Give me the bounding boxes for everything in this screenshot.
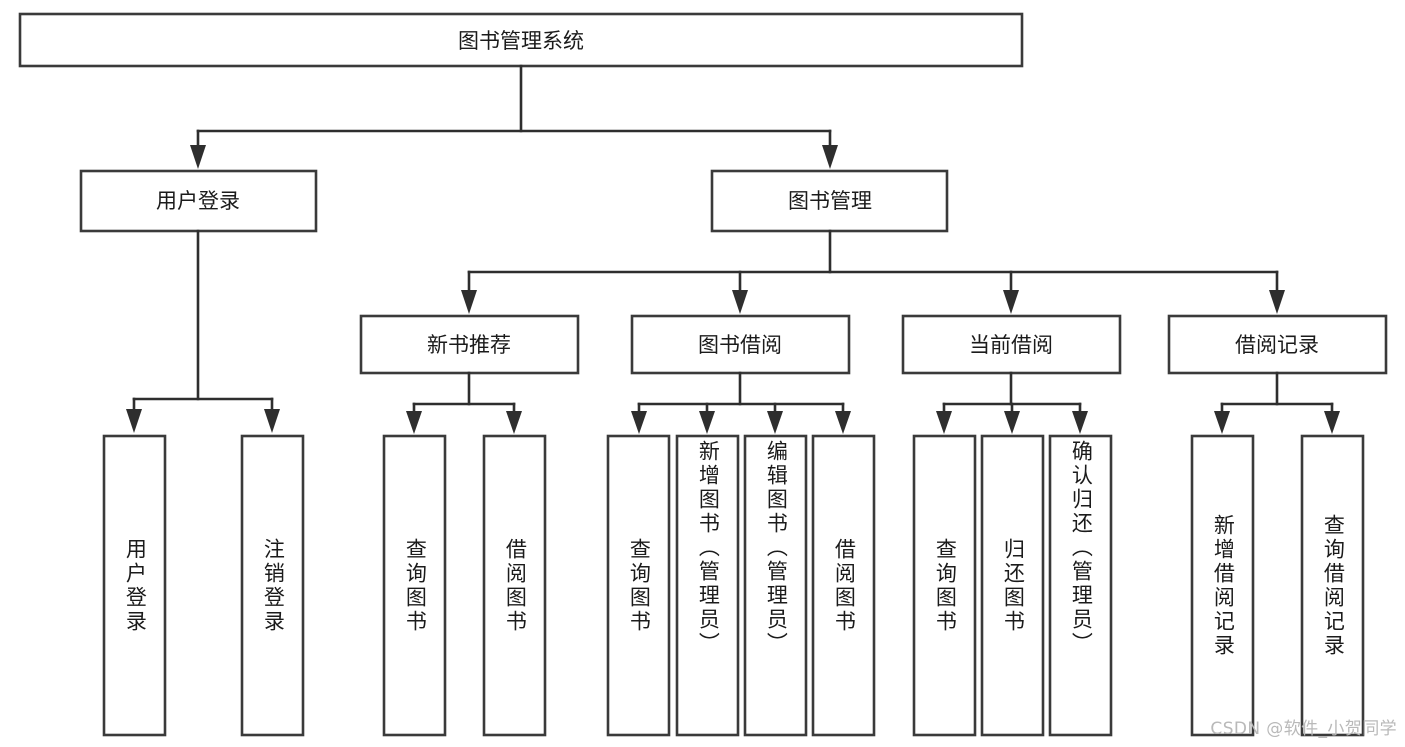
leaf-box-bb-query-book[interactable]	[606, 434, 671, 737]
leaf-box-nb-query-book[interactable]	[382, 434, 447, 737]
node-book-borrow-label: 图书借阅	[698, 333, 782, 357]
node-book-management-box[interactable]	[710, 169, 949, 233]
node-root[interactable]: 图书管理系统	[18, 12, 1024, 68]
node-new-book-recommend-box[interactable]	[359, 314, 580, 375]
arrow-head-nb-query-book	[406, 411, 422, 434]
arrow-head-borrow-record	[1269, 290, 1285, 314]
edges-current-borrow-to-leaves	[936, 371, 1088, 434]
watermark: CSDN @软件_小贺同学	[1210, 719, 1397, 739]
arrow-head-br-add-record	[1214, 411, 1230, 434]
leaf-boxes-current-borrow	[912, 434, 1113, 737]
leaf-boxes-user-login	[102, 434, 305, 737]
node-book-management-label: 图书管理	[788, 189, 872, 213]
node-borrow-record-label: 借阅记录	[1235, 333, 1319, 357]
edges-book-mgmt-to-level3	[461, 229, 1285, 314]
leaf-boxes-book-borrow	[606, 434, 876, 737]
node-user-login-label: 用户登录	[156, 189, 240, 213]
node-book-borrow[interactable]: 图书借阅	[630, 314, 851, 375]
arrow-head-user-login	[190, 145, 206, 169]
leaf-box-logout[interactable]	[240, 434, 305, 737]
leaf-box-nb-borrow-book[interactable]	[482, 434, 547, 737]
arrow-head-new-book-recommend	[461, 290, 477, 314]
node-new-book-recommend-label: 新书推荐	[427, 333, 511, 357]
arrow-head-br-query-record	[1324, 411, 1340, 434]
arrow-head-cb-query-book	[936, 411, 952, 434]
node-root-label: 图书管理系统	[458, 29, 584, 53]
arrow-head-bb-add-book	[699, 411, 715, 434]
edges-root-to-level2	[190, 64, 838, 169]
node-current-borrow-box[interactable]	[901, 314, 1122, 375]
arrow-head-bb-edit-book	[767, 411, 783, 434]
arrow-head-bb-borrow-book	[835, 411, 851, 434]
leaf-box-cb-confirm-return[interactable]	[1048, 434, 1113, 737]
leaf-box-bb-add-book[interactable]	[675, 434, 740, 737]
leaf-box-cb-return-book[interactable]	[980, 434, 1045, 737]
arrow-head-cb-confirm-return	[1072, 411, 1088, 434]
edges-new-book-to-leaves	[406, 371, 522, 434]
arrow-head-leaf-user-login	[126, 409, 142, 433]
leaf-box-bb-borrow-book[interactable]	[811, 434, 876, 737]
node-book-management[interactable]: 图书管理	[710, 169, 949, 233]
arrow-head-current-borrow	[1003, 290, 1019, 314]
node-new-book-recommend[interactable]: 新书推荐	[359, 314, 580, 375]
edges-book-borrow-to-leaves	[631, 371, 851, 434]
node-book-borrow-box[interactable]	[630, 314, 851, 375]
leaf-box-cb-query-book[interactable]	[912, 434, 977, 737]
arrow-head-book-mgmt	[822, 145, 838, 169]
node-root-box[interactable]	[18, 12, 1024, 68]
arrow-head-book-borrow	[732, 290, 748, 314]
leaf-box-user-login[interactable]	[102, 434, 167, 737]
arrow-head-cb-return-book	[1004, 411, 1020, 434]
leaf-box-bb-edit-book[interactable]	[743, 434, 808, 737]
edges-user-login-to-leaves	[126, 229, 280, 433]
leaf-box-br-add-record[interactable]	[1190, 434, 1255, 737]
arrow-head-leaf-logout	[264, 409, 280, 433]
node-borrow-record[interactable]: 借阅记录	[1167, 314, 1388, 375]
arrow-head-bb-query-book	[631, 411, 647, 434]
node-current-borrow[interactable]: 当前借阅	[901, 314, 1122, 375]
edges-borrow-record-to-leaves	[1214, 371, 1340, 434]
node-current-borrow-label: 当前借阅	[969, 333, 1053, 357]
leaf-box-br-query-record[interactable]	[1300, 434, 1365, 737]
leaf-boxes-borrow-record	[1190, 434, 1365, 737]
node-borrow-record-box[interactable]	[1167, 314, 1388, 375]
arrow-head-nb-borrow-book	[506, 411, 522, 434]
node-user-login[interactable]: 用户登录	[79, 169, 318, 233]
leaf-boxes-new-book-recommend	[382, 434, 547, 737]
